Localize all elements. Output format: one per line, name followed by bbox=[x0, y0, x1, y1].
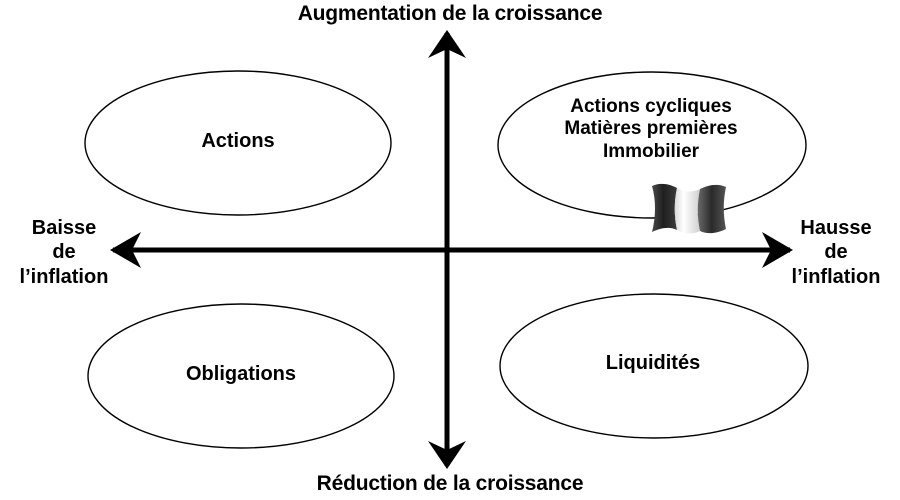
axis-label-inflation-decrease: Baisse de l’inflation bbox=[0, 216, 128, 289]
axis-label-growth-decrease: Réduction de la croissance bbox=[316, 472, 584, 495]
flag-band-left bbox=[652, 183, 677, 232]
axis-label-growth-increase: Augmentation de la croissance bbox=[297, 2, 603, 25]
axis-label-inflation-increase: Hausse de l’inflation bbox=[772, 216, 900, 289]
arrow-up-icon bbox=[428, 30, 466, 58]
axis-label-line: Baisse bbox=[31, 217, 97, 239]
ellipse-top-left bbox=[84, 70, 392, 216]
arrow-left-icon bbox=[110, 232, 141, 268]
axis-label-line: de bbox=[824, 241, 848, 264]
axis-label-line: l’inflation bbox=[19, 265, 109, 288]
axis-label-line: de bbox=[52, 241, 76, 264]
ellipse-bottom-right bbox=[499, 293, 809, 439]
ellipse-top-right bbox=[497, 71, 807, 219]
flag-band-middle bbox=[674, 188, 700, 234]
waving-flag-icon bbox=[652, 183, 726, 234]
ellipse-bottom-left bbox=[87, 303, 395, 449]
arrow-down-icon bbox=[428, 441, 466, 469]
arrow-right-icon bbox=[762, 232, 793, 268]
flag-band-right bbox=[697, 184, 726, 234]
axis-label-line: l’inflation bbox=[791, 265, 881, 288]
axis-label-line: Hausse bbox=[800, 217, 872, 239]
